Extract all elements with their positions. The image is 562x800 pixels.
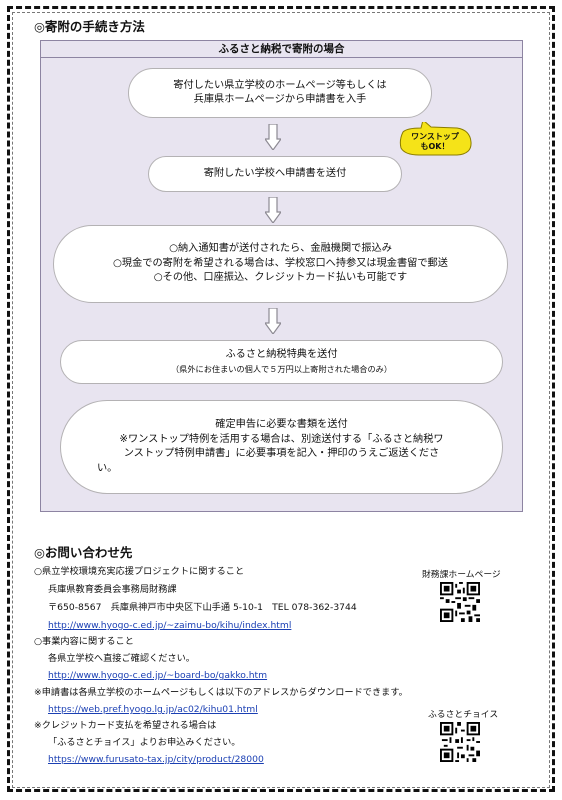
contact-business-heading: ○事業内容に関すること <box>34 636 134 647</box>
step-5-tax-documents: 確定申告に必要な書類を送付 ※ワンストップ特例を活用する場合は、別途送付する「ふ… <box>60 400 503 494</box>
step-1-line-1: 寄付したい県立学校のホームページ等もしくは <box>173 79 387 91</box>
procedure-title: ◎寄附の手続き方法 <box>34 19 145 34</box>
qr-code-icon[interactable] <box>440 722 480 762</box>
step-3-payment: ○納入通知書が送付されたら、金融機関で振込み ○現金での寄附を希望される場合は、… <box>53 225 508 303</box>
furusato-link[interactable]: https://www.furusato-tax.jp/city/product… <box>48 754 264 765</box>
step-5-line-1: 確定申告に必要な書類を送付 <box>215 419 348 430</box>
zaimu-link[interactable]: http://www.hyogo-c.ed.jp/~zaimu-bo/kihu/… <box>48 620 292 631</box>
qr-zaimu-label: 財務課ホームページ <box>422 570 501 580</box>
contact-project-heading: ○県立学校環境充実応援プロジェクトに関すること <box>34 566 245 577</box>
flow-heading: ふるさと納税で寄附の場合 <box>41 41 522 58</box>
step-4-main: ふるさと納税特典を送付 <box>225 348 338 360</box>
down-arrow-icon <box>265 308 281 334</box>
contact-department: 兵庫県教育委員会事務局財務課 <box>48 584 177 595</box>
contact-business-text: 各県立学校へ直接ご確認ください。 <box>48 653 195 664</box>
step-5-line-4: い。 <box>97 462 118 474</box>
application-download-note: ※申請書は各県立学校のホームページもしくは以下のアドレスからダウンロードできます… <box>34 687 408 698</box>
down-arrow-icon <box>265 197 281 223</box>
gakko-link[interactable]: http://www.hyogo-c.ed.jp/~board-bo/gakko… <box>48 670 268 681</box>
credit-card-note: ※クレジットカード支払を希望される場合は <box>34 720 217 731</box>
step-4-note: （県外にお住まいの個人で５万円以上寄附された場合のみ） <box>170 364 393 374</box>
down-arrow-icon <box>265 124 281 150</box>
furusato-choice-note: 「ふるさとチョイス」よりお申込みください。 <box>48 737 241 748</box>
contact-title: ◎お問い合わせ先 <box>34 545 133 560</box>
step-3-line-1: ○納入通知書が送付されたら、金融機関で振込み <box>169 243 392 255</box>
badge-line-1: ワンストップ <box>411 131 460 141</box>
inner-page-border <box>12 12 550 788</box>
step-1-get-application: 寄付したい県立学校のホームページ等もしくは 兵庫県ホームページから申請書を入手 <box>128 68 432 118</box>
qr-furusato-label: ふるさとチョイス <box>428 710 499 720</box>
step-3-line-3: ○その他、口座振込、クレジットカード払いも可能です <box>153 272 408 284</box>
step-5-line-3: ンストップ特例申請書」に必要事項を記入・押印のうえご返送くださ <box>123 448 440 459</box>
step-3-line-2: ○現金での寄附を希望される場合は、学校窓口へ持参又は現金書留で郵送 <box>113 257 448 269</box>
badge-line-2: もOK！ <box>421 142 450 151</box>
step-2-line-1: 寄附したい学校へ申請書を送付 <box>203 167 347 179</box>
step-4-send-gift: ふるさと納税特典を送付 （県外にお住まいの個人で５万円以上寄附された場合のみ） <box>60 340 503 384</box>
qr-code-icon[interactable] <box>440 582 480 622</box>
step-2-send-application: 寄附したい学校へ申請書を送付 <box>148 156 402 192</box>
contact-address: 〒650-8567 兵庫県神戸市中央区下山手通 5-10-1 TEL 078-3… <box>48 602 357 613</box>
onestop-badge: ワンストップ もOK！ <box>399 122 472 156</box>
step-5-line-2: ※ワンストップ特例を活用する場合は、別途送付する「ふるさと納税ワ <box>119 433 444 445</box>
pref-link[interactable]: https://web.pref.hyogo.lg.jp/ac02/kihu01… <box>48 704 258 715</box>
step-1-line-2: 兵庫県ホームページから申請書を入手 <box>193 94 367 105</box>
dashed-page-border <box>7 6 555 792</box>
